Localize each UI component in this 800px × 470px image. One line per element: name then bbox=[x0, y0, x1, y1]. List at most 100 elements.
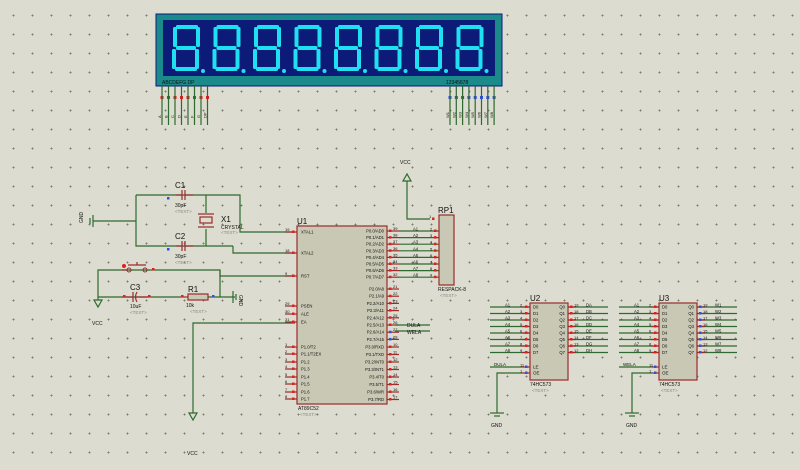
capacitor-c3[interactable]: C3 10uF <TEXT> bbox=[122, 283, 151, 315]
decimal-point bbox=[241, 69, 246, 73]
pin-marker bbox=[292, 352, 295, 355]
digit-2 bbox=[212, 25, 246, 73]
segment-b bbox=[439, 27, 443, 47]
pin-number: 1 bbox=[285, 342, 288, 347]
segment-g bbox=[176, 46, 196, 50]
pin-number: 9 bbox=[520, 348, 523, 353]
pin-label: W8 bbox=[489, 111, 494, 118]
pin-marker bbox=[292, 390, 295, 393]
net-label: A5 bbox=[505, 329, 511, 334]
pin-marker bbox=[434, 269, 437, 272]
pin-name: RST bbox=[301, 274, 310, 279]
pin-number: 9 bbox=[649, 348, 652, 353]
pin-marker bbox=[434, 249, 437, 252]
svg-text:AT89C52: AT89C52 bbox=[298, 406, 319, 412]
oscillator-circuit: GND C1 30pF <TEXT> C2 30pF <TEXT> bbox=[79, 181, 295, 265]
reset-button[interactable] bbox=[122, 262, 155, 273]
net-label: A2 bbox=[505, 309, 511, 314]
latch-body bbox=[658, 302, 698, 381]
pin-name: P2.3/A11 bbox=[367, 308, 385, 313]
pin-label: D bbox=[177, 115, 182, 118]
capacitor-c1[interactable]: C1 30pF <TEXT> bbox=[167, 181, 193, 214]
net-label: A4 bbox=[505, 322, 511, 327]
pin-marker bbox=[570, 325, 573, 328]
pin-number: 29 bbox=[285, 301, 290, 306]
pin-name: P3.5/T1 bbox=[369, 382, 384, 387]
pin-marker bbox=[434, 262, 437, 265]
pin-number: 6 bbox=[430, 253, 433, 258]
pin-number: 2 bbox=[649, 303, 652, 308]
pin-name: OE bbox=[533, 371, 540, 376]
pin-name: P1.3 bbox=[301, 367, 310, 372]
pin-number: 1 bbox=[649, 369, 652, 374]
pin-marker bbox=[434, 236, 437, 239]
pin-number: 15 bbox=[393, 380, 398, 385]
decimal-point bbox=[444, 69, 448, 73]
segment-e bbox=[415, 49, 419, 69]
segment-e bbox=[253, 49, 257, 69]
net-label: W8 bbox=[715, 348, 722, 353]
digit-8 bbox=[455, 25, 489, 73]
net-label: DD bbox=[586, 322, 592, 327]
pin-marker bbox=[525, 318, 528, 321]
pin-name: D3 bbox=[662, 324, 668, 329]
segment-g bbox=[419, 46, 439, 50]
segment-g bbox=[338, 46, 358, 50]
resistor-r1[interactable]: R1 10k <TEXT> bbox=[180, 285, 215, 314]
net-label: W1 bbox=[715, 303, 722, 308]
segment-b bbox=[479, 27, 484, 47]
pin-marker bbox=[292, 360, 295, 363]
net-label: A5 bbox=[634, 329, 640, 334]
pin-number: 17 bbox=[574, 316, 579, 321]
ground-symbol: GND bbox=[79, 212, 94, 227]
svg-text:10uF: 10uF bbox=[130, 304, 141, 310]
pin-name: P0.7/AD7 bbox=[366, 275, 385, 280]
pin-number: 39 bbox=[393, 226, 398, 231]
pin-marker bbox=[434, 242, 437, 246]
pin-marker bbox=[699, 325, 702, 328]
net-label: DULA bbox=[494, 362, 506, 367]
svg-text:<TEXT>: <TEXT> bbox=[440, 293, 457, 298]
pin-name: P3.0/RXD bbox=[365, 345, 384, 350]
pin-number: 5 bbox=[520, 322, 523, 327]
pin-number: 13 bbox=[574, 342, 579, 347]
pin-name: D7 bbox=[662, 350, 668, 355]
pin-marker bbox=[389, 383, 392, 386]
pin-marker bbox=[292, 382, 295, 385]
svg-text:VCC: VCC bbox=[400, 160, 411, 166]
net-label: A5 bbox=[413, 253, 419, 258]
pin-number: 28 bbox=[393, 334, 398, 339]
pin-number: 24 bbox=[393, 306, 398, 311]
svg-text:VCC: VCC bbox=[92, 321, 103, 327]
pin-number: 14 bbox=[574, 335, 579, 340]
pin-marker bbox=[432, 217, 435, 220]
segment-c bbox=[276, 49, 280, 69]
pin-marker bbox=[525, 351, 528, 354]
pin-marker bbox=[570, 351, 573, 354]
segment-c bbox=[235, 49, 240, 69]
pin-number: 16 bbox=[574, 322, 579, 327]
net-label: A8 bbox=[413, 273, 419, 278]
pin-marker bbox=[292, 230, 295, 233]
capacitor-c2[interactable]: C2 30pF <TEXT> bbox=[167, 232, 193, 265]
segment-a bbox=[297, 25, 320, 29]
net-label: W4 bbox=[715, 322, 722, 327]
pin-marker bbox=[699, 338, 702, 341]
pin-number: 8 bbox=[285, 394, 288, 399]
crystal-x1[interactable]: X1 CRYSTAL <TEXT> bbox=[198, 213, 244, 235]
pin-name: Q3 bbox=[688, 324, 694, 329]
pin-name: Q0 bbox=[688, 305, 694, 310]
pin-label: A bbox=[157, 115, 162, 118]
pin-name: D0 bbox=[533, 305, 539, 310]
segment-d bbox=[175, 67, 197, 71]
segment-g bbox=[378, 46, 399, 50]
pin-name: P3.3/INT1 bbox=[365, 367, 385, 372]
pin-label: W4 bbox=[464, 111, 469, 118]
segment-e bbox=[172, 49, 176, 69]
net-label: A8 bbox=[634, 348, 640, 353]
